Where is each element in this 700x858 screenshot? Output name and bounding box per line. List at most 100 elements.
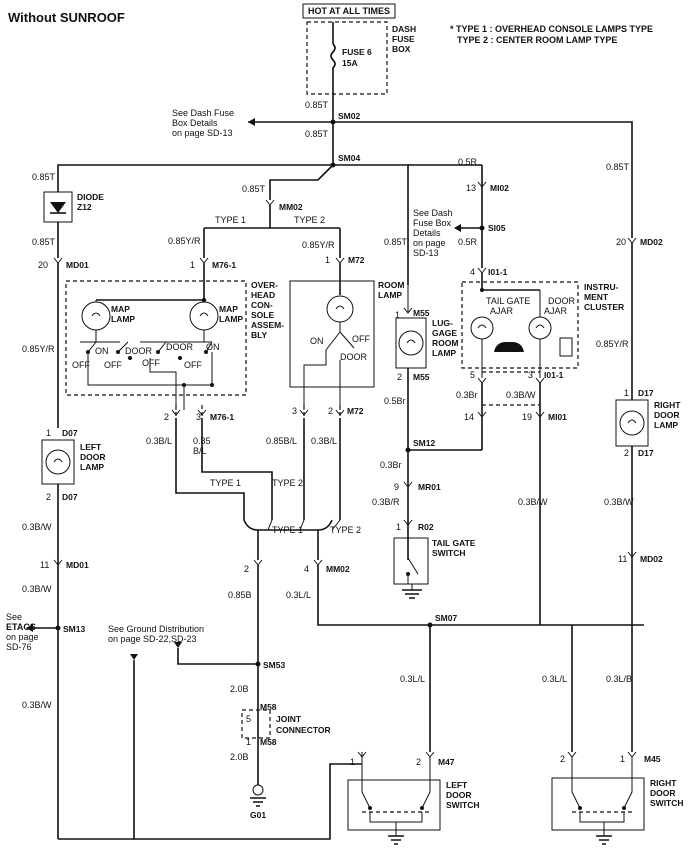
- luggage-lamp-box: [395, 317, 427, 369]
- door-ajar-filament: [535, 324, 545, 329]
- tailgate-switch-contact: [406, 572, 410, 576]
- connector-m55-a-arrow: [403, 285, 413, 314]
- console-ground-rail: [87, 352, 213, 386]
- left-switch-ground-lead: [369, 812, 423, 836]
- connector-md01-a-arrow: [53, 257, 63, 264]
- ref-dash-fuse-3: on page SD-13: [172, 128, 233, 138]
- switch-off-4: OFF: [184, 360, 202, 370]
- connector-mr01: MR01: [418, 482, 441, 492]
- ref-dash-fuse-1: See Dash Fuse: [172, 108, 234, 118]
- switch-contact-3: [128, 356, 132, 360]
- room-lamp-label-2: LAMP: [378, 290, 402, 300]
- console-rail-junction-2: [210, 383, 214, 387]
- splice-sm13-label: SM13: [63, 624, 85, 634]
- connector-m58-a: M58: [260, 702, 277, 712]
- wire-label-085yr-b: 0.85Y/R: [168, 236, 201, 246]
- room-switch-on: ON: [310, 336, 324, 346]
- tailgate-switch-blade: [407, 544, 419, 584]
- map-lamp-left-icon: [81, 301, 111, 331]
- connector-i01-1-a: I01-1: [488, 267, 508, 277]
- wire-03bl-type1: [175, 418, 245, 520]
- connector-d07-b: D07: [62, 492, 78, 502]
- left-switch-label-3: SWITCH: [446, 800, 480, 810]
- pin-2-e: 2: [46, 492, 51, 502]
- pin-3-c: 3: [528, 370, 533, 380]
- pin-14: 14: [464, 412, 474, 422]
- connector-md02-a: MD02: [640, 237, 663, 247]
- fuse-box-label-1: DASH: [392, 24, 416, 34]
- pin-20-b: 20: [616, 237, 626, 247]
- luggage-lamp-bulb-icon: [398, 330, 424, 356]
- fuse-6-rating: 15A: [342, 58, 358, 68]
- pin-2-d: 2: [397, 372, 402, 382]
- wire-label-085yr-a: 0.85Y/R: [22, 344, 55, 354]
- luggage-lamp-filament: [406, 339, 416, 344]
- diode-label: DIODE: [77, 192, 104, 202]
- room-switch-door: DOOR: [340, 352, 368, 362]
- tail-ajar-label-1: TAIL GATE: [486, 296, 530, 306]
- map-lamp-right-label-1: MAP: [219, 304, 238, 314]
- left-switch-label-1: LEFT: [446, 780, 468, 790]
- wire-to-luggage-lamp: [333, 164, 409, 285]
- overhead-label-5: ASSEM-: [251, 320, 284, 330]
- room-lamp-bulb-icon: [326, 295, 354, 323]
- wire-label-03ll-b: 0.3L/L: [400, 674, 425, 684]
- connector-mm02-a: MM02: [279, 202, 303, 212]
- diagram-title: Without SUNROOF: [8, 10, 125, 25]
- connector-i01-1-b-arrows: [477, 377, 545, 384]
- luggage-label-1: LUG-: [432, 318, 453, 328]
- overhead-label-2: HEAD: [251, 290, 275, 300]
- wire-label-085t-f: 0.85T: [32, 237, 56, 247]
- connector-mm02-b: MM02: [326, 564, 350, 574]
- diode-symbol: [50, 202, 66, 213]
- wire-label-03bw-e: 0.3B/W: [22, 584, 52, 594]
- right-switch-ground-lead: [579, 812, 625, 836]
- wire-type-merge: [243, 519, 333, 531]
- right-switch-label-1: RIGHT: [650, 778, 677, 788]
- connector-i01-1-a-arrow: [477, 267, 487, 274]
- connector-m72-a: M72: [348, 255, 365, 265]
- cluster-label-1: INSTRU-: [584, 282, 619, 292]
- ref-ground-1: See Ground Distribution: [108, 624, 204, 634]
- hot-at-all-times-label: HOT AT ALL TIMES: [308, 6, 390, 16]
- wire-to-mm02: [269, 164, 334, 200]
- pin-20-a: 20: [38, 260, 48, 270]
- pin-1-f: 1: [350, 757, 355, 767]
- joint-label-1: JOINT: [276, 714, 302, 724]
- right-switch-label-2: DOOR: [650, 788, 676, 798]
- connector-mi01-arrows: [477, 411, 545, 418]
- connector-r02: R02: [418, 522, 434, 532]
- left-door-switch-blades: [361, 757, 431, 809]
- fuse-6-label: FUSE 6: [342, 47, 372, 57]
- ground-ref-arrow-2: [130, 654, 138, 660]
- cluster-bus-junction: [480, 288, 484, 292]
- switch-on-1: ON: [95, 346, 109, 356]
- connector-md02-b: MD02: [640, 554, 663, 564]
- map-lamp-right-icon: [189, 301, 219, 331]
- room-lamp-switch: [325, 322, 355, 351]
- pin-11-a: 11: [40, 560, 49, 570]
- fuse-6-element: [330, 22, 336, 94]
- wire-label-085bl-b: B/L: [193, 446, 207, 456]
- tailgate-switch-label-1: TAIL GATE: [432, 538, 476, 548]
- right-door-lamp-label-1: RIGHT: [654, 400, 681, 410]
- room-switch-off: OFF: [352, 334, 370, 344]
- connector-m72-a-arrow: [335, 257, 345, 264]
- pin-1-g: 1: [246, 737, 251, 747]
- right-switch-contact-1: [578, 806, 582, 810]
- dash-fuse-ref-arrow: [248, 118, 255, 126]
- tail-ajar-filament: [477, 324, 487, 329]
- room-lamp-box: [289, 280, 375, 388]
- left-switch-label-2: DOOR: [446, 790, 472, 800]
- wire-label-085t-d: 0.85T: [32, 172, 56, 182]
- pin-3-a: 3: [196, 412, 201, 422]
- map-lamp-right-filament: [199, 312, 209, 317]
- pin-4: 4: [470, 267, 475, 277]
- map-lamp-left-label-2: LAMP: [111, 314, 135, 324]
- wire-label-03bw-b: 0.3B/W: [518, 497, 548, 507]
- tailgate-switch-label-2: SWITCH: [432, 548, 466, 558]
- ref-dash-fuse2-2: Fuse Box: [413, 218, 452, 228]
- switch-door-1: DOOR: [125, 346, 153, 356]
- ref-dash-fuse2-1: See Dash: [413, 208, 453, 218]
- overhead-console-assembly: [65, 280, 247, 396]
